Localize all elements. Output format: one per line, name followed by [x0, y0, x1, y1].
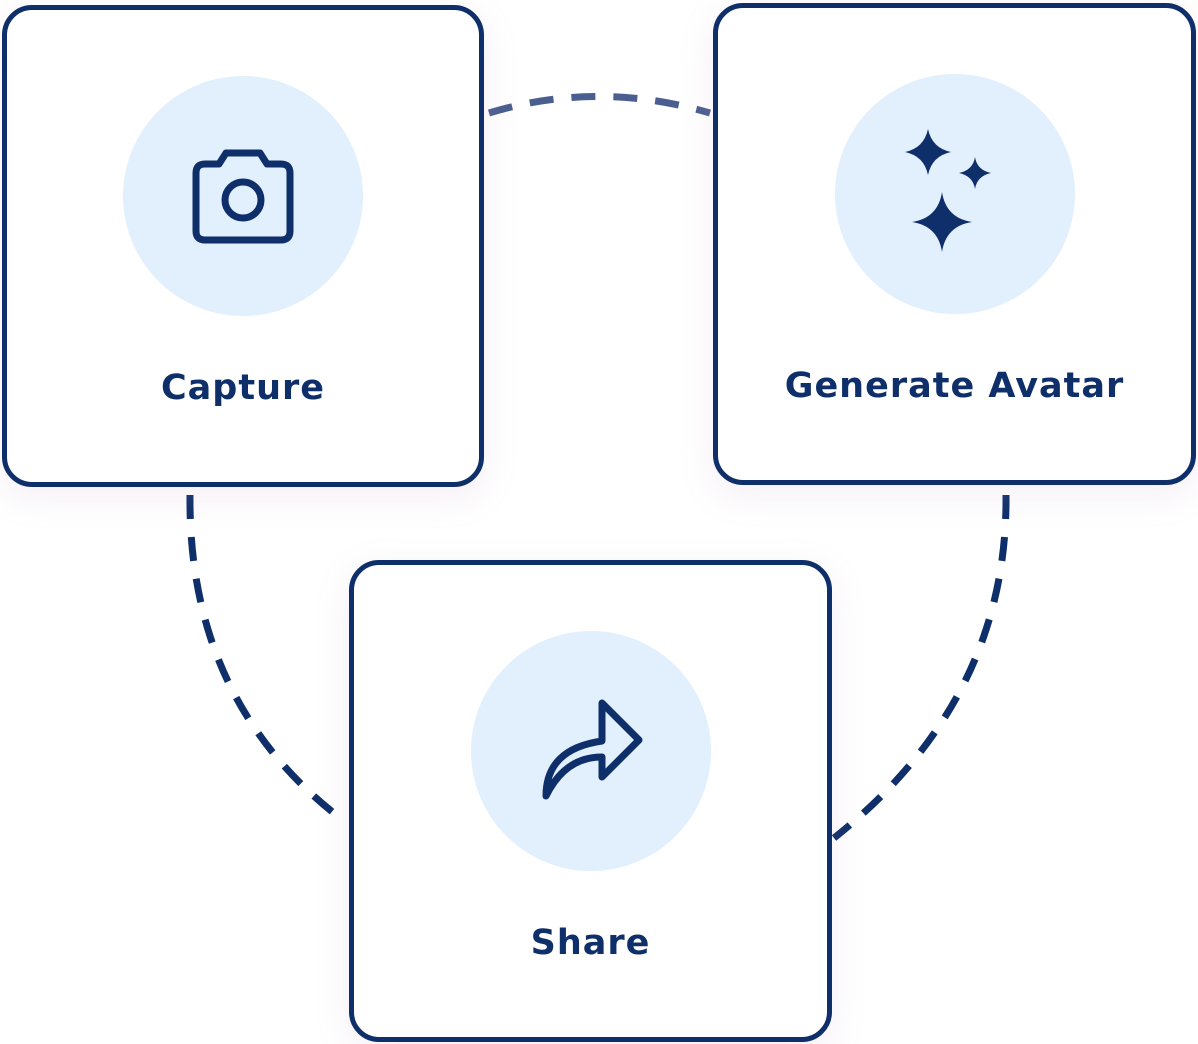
icon-circle — [470, 631, 711, 871]
step-card-generate-avatar: Generate Avatar — [713, 3, 1196, 485]
step-label-share: Share — [530, 923, 651, 963]
connector-capture-to-share — [186, 494, 343, 821]
connector-generate-to-share — [831, 494, 1010, 841]
share-arrow-icon — [542, 699, 642, 800]
step-card-share: Share — [349, 560, 832, 1042]
step-card-capture: Capture — [2, 5, 484, 487]
sparkles-icon — [904, 129, 991, 252]
icon-circle — [123, 76, 363, 316]
step-label-capture: Capture — [160, 368, 325, 408]
icon-circle — [834, 74, 1075, 314]
camera-icon — [192, 149, 294, 244]
step-label-generate-avatar: Generate Avatar — [784, 366, 1125, 406]
connector-capture-to-generate — [487, 93, 711, 117]
